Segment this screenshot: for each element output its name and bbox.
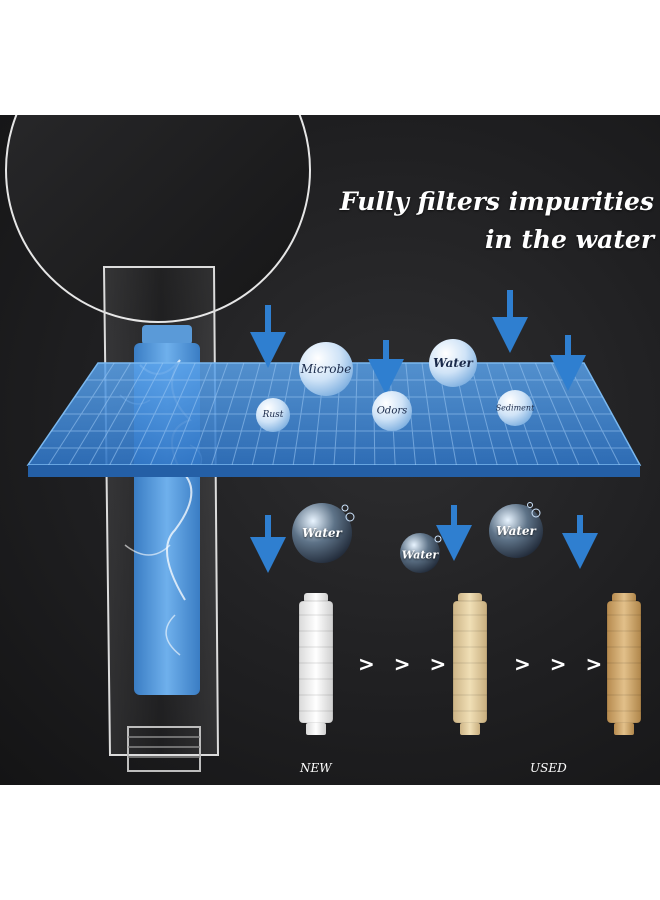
progress-arrows-1: > > > bbox=[358, 652, 453, 676]
odors-bubble bbox=[372, 391, 412, 431]
cartridge-used bbox=[606, 593, 642, 735]
water-drop-2 bbox=[400, 533, 440, 573]
progress-arrows-2: > > > bbox=[514, 652, 609, 676]
water-label: Water bbox=[433, 356, 473, 370]
flow-arrows bbox=[250, 290, 598, 573]
drop-label-2: Water bbox=[401, 548, 439, 562]
water-drop-3 bbox=[489, 504, 543, 558]
impurity-bubbles bbox=[256, 339, 533, 432]
microbe-bubble bbox=[299, 342, 353, 396]
scene-graphics bbox=[5, 115, 642, 772]
rust-bubble bbox=[256, 398, 290, 432]
headline-line-2: in the water bbox=[484, 225, 654, 254]
rust-label: Rust bbox=[262, 410, 284, 420]
water-drop-1 bbox=[292, 503, 352, 563]
drop-label-1: Water bbox=[302, 526, 342, 540]
water-drops bbox=[292, 502, 543, 573]
sediment-label: Sediment bbox=[495, 403, 535, 413]
drop-label-3: Water bbox=[496, 524, 536, 538]
cartridge-mid bbox=[452, 593, 488, 735]
cartridge-new bbox=[298, 593, 334, 735]
microbe-label: Microbe bbox=[300, 362, 352, 376]
sediment-bubble bbox=[497, 390, 533, 426]
filter-mesh bbox=[26, 362, 642, 477]
filter-scene: Fully filters impurities in the water Mi… bbox=[0, 115, 660, 785]
water-bubble bbox=[429, 339, 477, 387]
odors-label: Odors bbox=[376, 405, 408, 417]
new-caption: NEW bbox=[300, 761, 332, 775]
headline-line-1: Fully filters impurities bbox=[339, 187, 654, 216]
used-caption: USED bbox=[530, 761, 567, 775]
